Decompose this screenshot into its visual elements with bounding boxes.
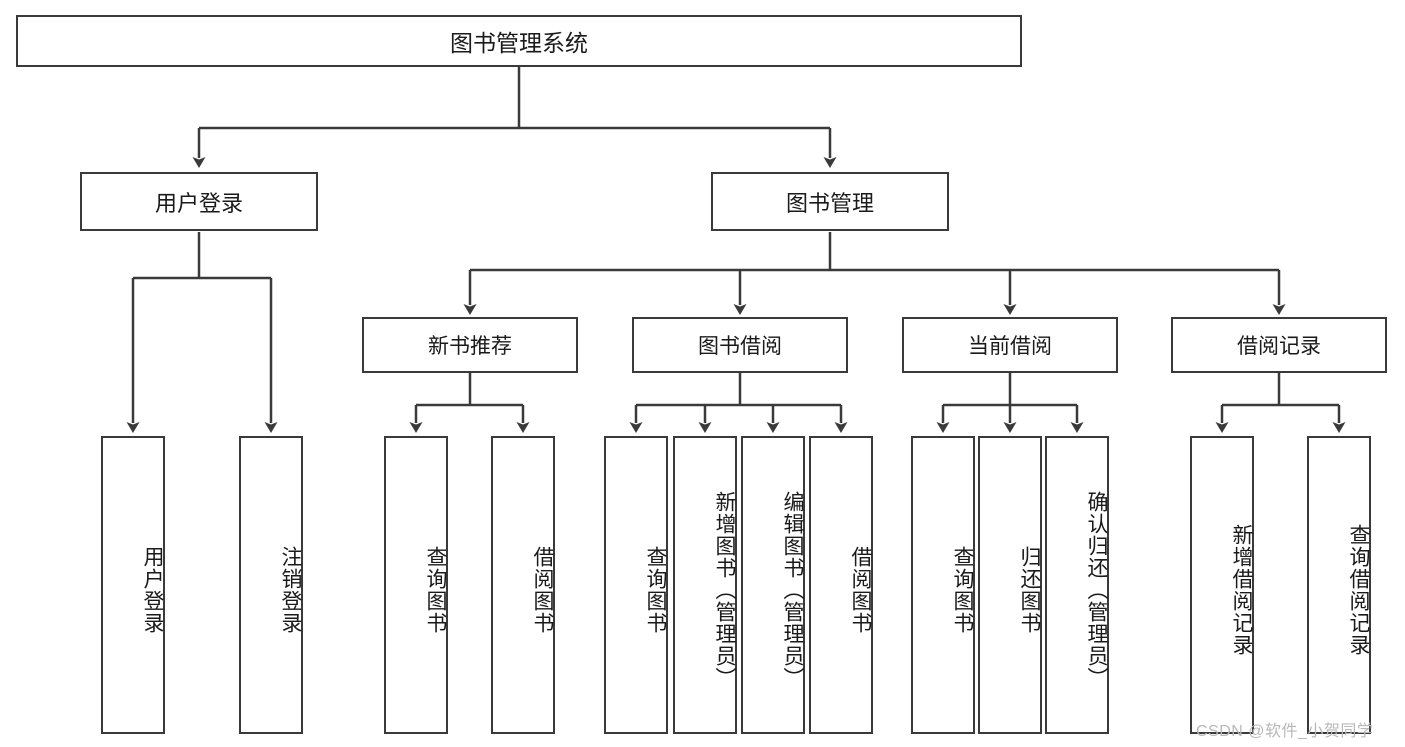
leaf-current-borrow-query[interactable]: 查询图书: [911, 436, 975, 734]
leaf-current-borrow-return[interactable]: 归还图书: [978, 436, 1042, 734]
node-current-borrow[interactable]: 当前借阅: [902, 317, 1118, 373]
leaf-new-book-borrow[interactable]: 借阅图书: [491, 436, 555, 734]
leaf-book-borrow-lend[interactable]: 借阅图书: [809, 436, 873, 734]
node-root[interactable]: 图书管理系统: [16, 15, 1022, 67]
node-book-borrow[interactable]: 图书借阅: [632, 317, 848, 373]
leaf-user-login-logout[interactable]: 注销登录: [239, 436, 303, 734]
leaf-book-borrow-add[interactable]: 新增图书（管理员）: [673, 436, 737, 734]
node-new-book-recommend[interactable]: 新书推荐: [362, 317, 578, 373]
leaf-user-login-login[interactable]: 用户登录: [101, 436, 165, 734]
leaf-borrow-record-query[interactable]: 查询借阅记录: [1307, 436, 1371, 734]
watermark: CSDN @软件_小贺同学: [1196, 723, 1374, 740]
node-user-login[interactable]: 用户登录: [80, 172, 318, 231]
leaf-current-borrow-confirm-return[interactable]: 确认归还（管理员）: [1045, 436, 1109, 734]
leaf-book-borrow-query[interactable]: 查询图书: [604, 436, 668, 734]
node-book-management[interactable]: 图书管理: [711, 172, 949, 231]
leaf-book-borrow-edit[interactable]: 编辑图书（管理员）: [741, 436, 805, 734]
leaf-new-book-query[interactable]: 查询图书: [384, 436, 448, 734]
node-borrow-record[interactable]: 借阅记录: [1171, 317, 1387, 373]
leaf-borrow-record-add[interactable]: 新增借阅记录: [1190, 436, 1254, 734]
